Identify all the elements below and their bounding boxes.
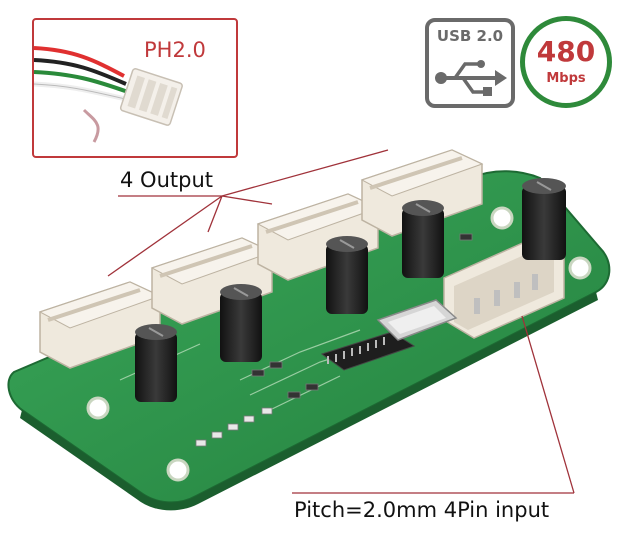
usb-badge: USB 2.0 [425, 18, 515, 108]
speed-value: 480 [536, 35, 596, 68]
hub-ic-chip [320, 331, 416, 371]
connector-label: PH2.0 [144, 38, 206, 62]
cable-illustration [34, 46, 183, 143]
callout-lines [107, 149, 575, 494]
speed-badge: 480 Mbps [520, 16, 612, 108]
capacitors [135, 178, 566, 402]
speed-unit: Mbps [546, 71, 586, 86]
crystal-oscillator [376, 299, 458, 341]
output-connectors [38, 149, 484, 369]
connector-inset: PH2.0 [32, 18, 238, 158]
usb-trident-icon [435, 60, 507, 96]
pcb-substrate [7, 170, 611, 504]
usb-label: USB 2.0 [436, 27, 504, 45]
input-callout: Pitch=2.0mm 4Pin input [294, 498, 550, 522]
smd-parts [195, 233, 473, 447]
outputs-callout: 4 Output [120, 168, 213, 192]
